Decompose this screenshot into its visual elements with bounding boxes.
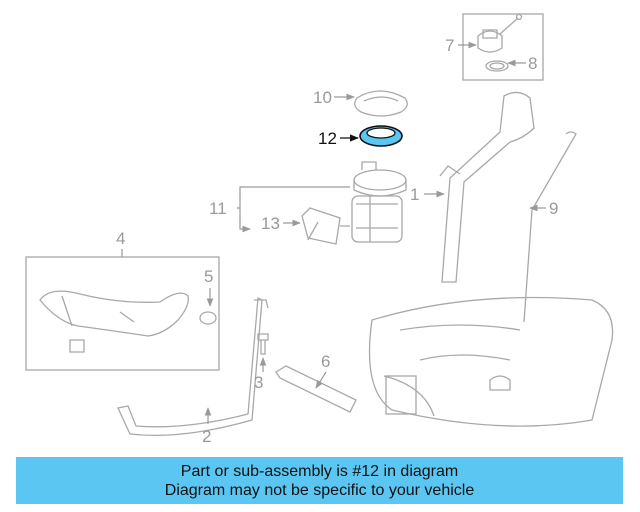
callout-8: 8 bbox=[528, 54, 537, 73]
lock-ring-10 bbox=[354, 90, 408, 117]
fuel-tank-and-filler-neck-1 bbox=[368, 91, 614, 427]
callout-9: 9 bbox=[549, 199, 558, 218]
level-sender-13 bbox=[301, 207, 350, 245]
fuel-pump-module-11 bbox=[351, 161, 407, 243]
info-banner: Part or sub-assembly is #12 in diagram D… bbox=[16, 457, 623, 504]
callout-2: 2 bbox=[202, 427, 211, 446]
callout-1: 1 bbox=[410, 185, 419, 204]
callout-7: 7 bbox=[445, 36, 454, 55]
callout-12: 12 bbox=[318, 129, 337, 148]
seal-ring-12-highlighted bbox=[359, 125, 403, 147]
callout-3: 3 bbox=[254, 373, 263, 392]
tank-strap-2 bbox=[117, 296, 269, 437]
callout-5: 5 bbox=[204, 267, 213, 286]
bolt-3 bbox=[257, 333, 269, 355]
banner-line-1: Part or sub-assembly is #12 in diagram bbox=[180, 462, 459, 480]
callout-13: 13 bbox=[261, 214, 280, 233]
shield-box-4 bbox=[25, 256, 220, 371]
callout-6: 6 bbox=[321, 352, 330, 371]
banner-line-2: Diagram may not be specific to your vehi… bbox=[164, 481, 475, 499]
callout-11: 11 bbox=[209, 199, 227, 218]
callout-4: 4 bbox=[116, 229, 125, 248]
bracket-6 bbox=[275, 365, 357, 413]
callout-10: 10 bbox=[313, 88, 332, 107]
